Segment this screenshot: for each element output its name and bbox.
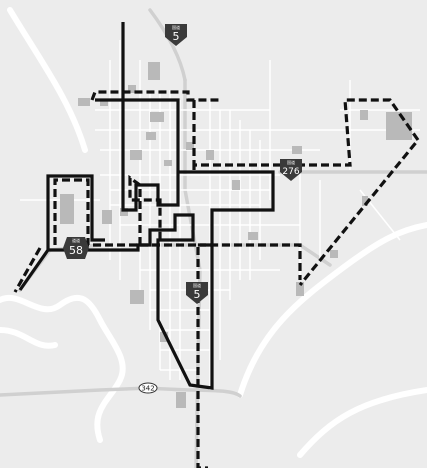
svg-text:5: 5 [173,30,180,43]
svg-text:5: 5 [194,288,201,301]
solid-route-line[interactable] [18,22,275,390]
route-shield-5-south: 国道 5 [186,282,208,304]
svg-text:国道: 国道 [287,159,295,165]
minor-roads [20,40,420,390]
terrain-lines [0,7,427,458]
road-marker-342: 342 [138,382,158,394]
svg-text:国道: 国道 [172,24,180,30]
svg-text:58: 58 [69,244,83,257]
route-shield-5-north: 国道 5 [165,24,187,46]
dashed-route-line[interactable] [13,90,421,468]
svg-text:342: 342 [141,385,154,393]
svg-text:276: 276 [282,167,299,177]
svg-text:道道: 道道 [72,237,80,243]
route-shield-276: 国道 276 [280,159,302,181]
svg-text:国道: 国道 [193,282,201,288]
route-shield-58: 道道 58 [63,237,89,259]
